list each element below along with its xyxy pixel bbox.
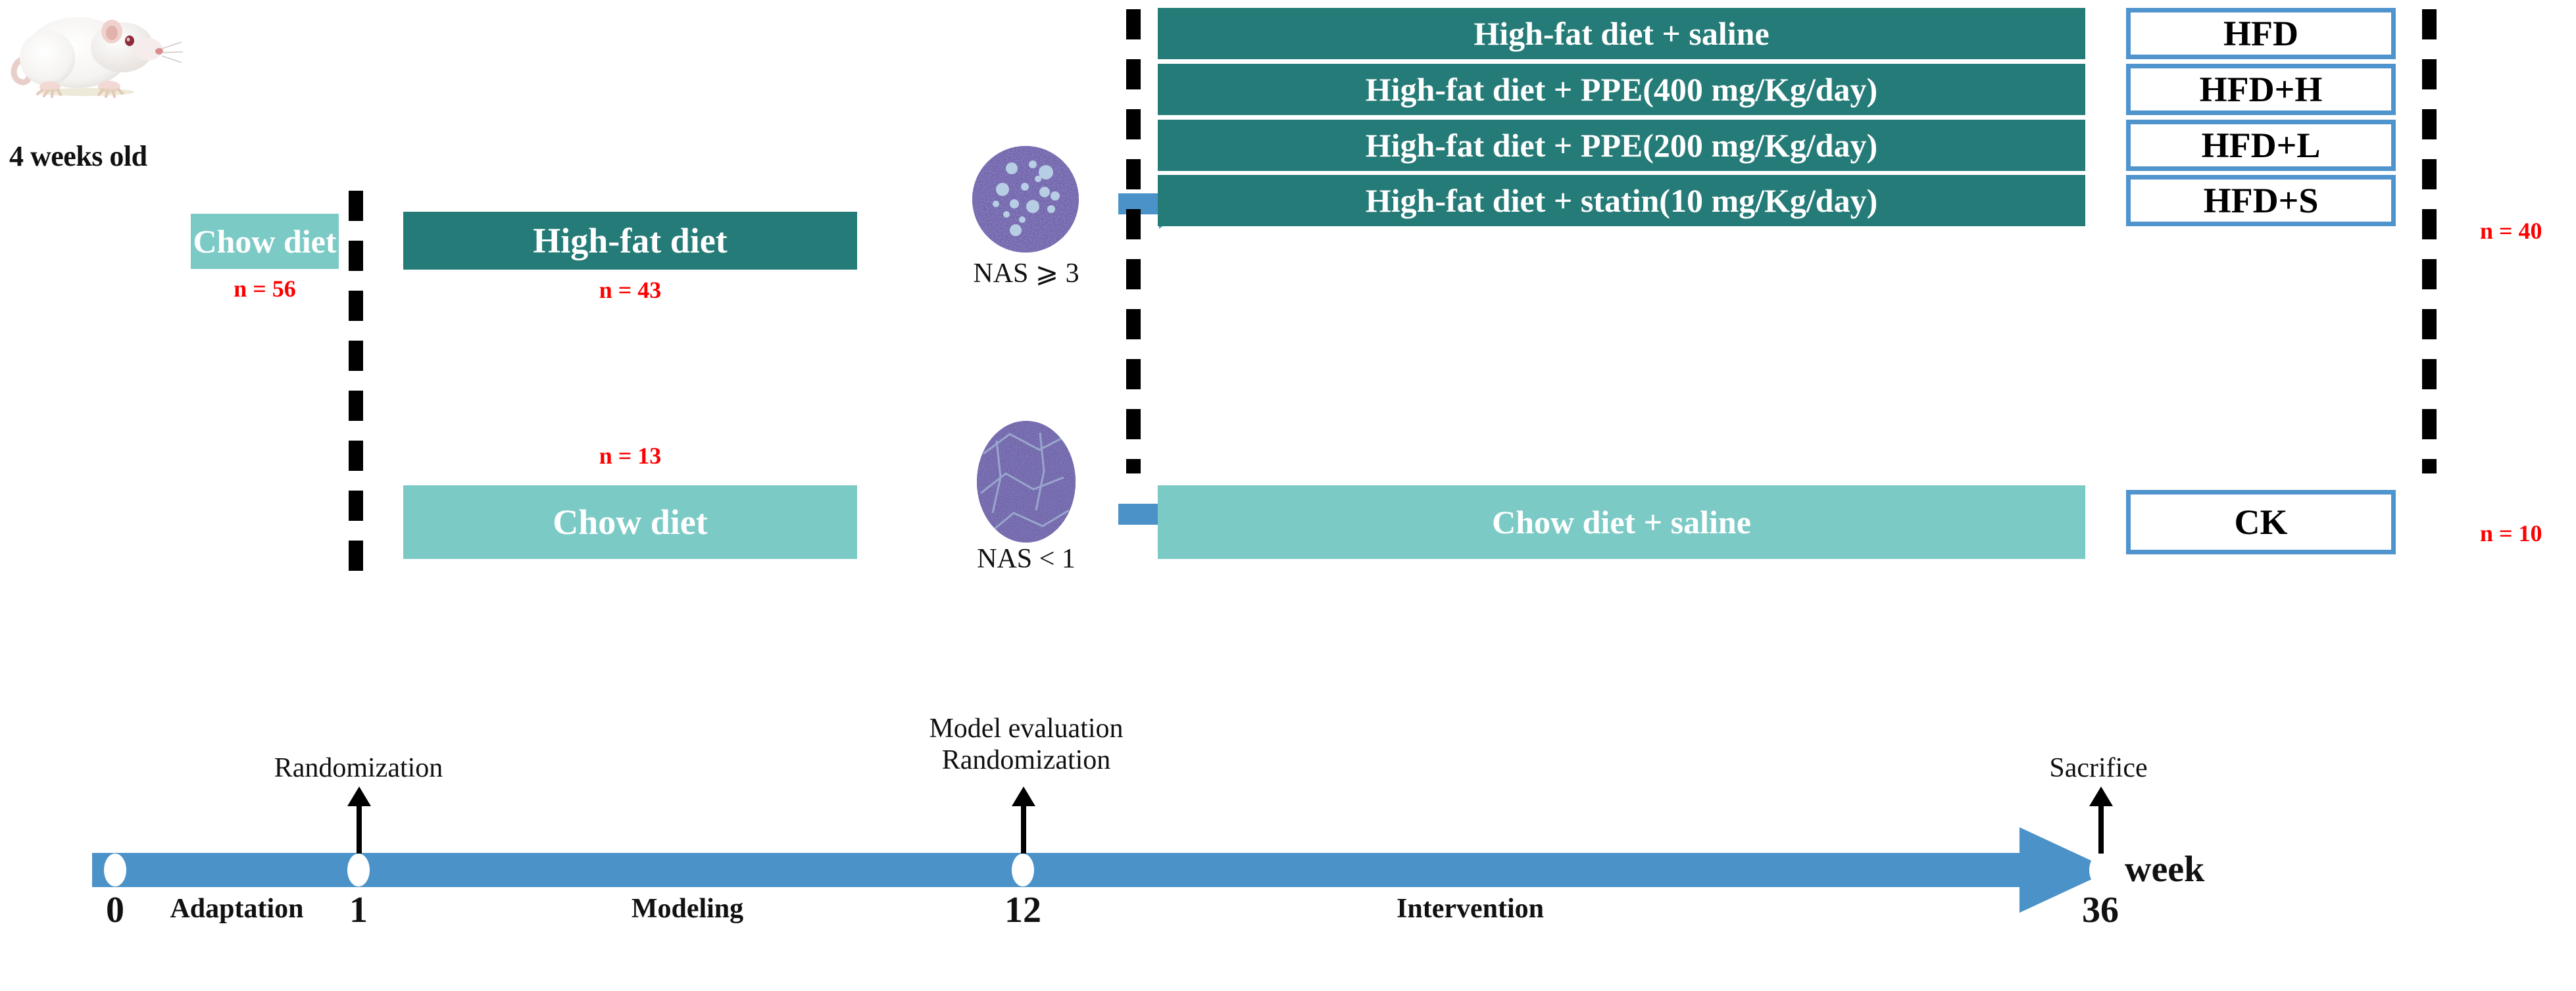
treatment-box: High-fat diet + PPE(200 mg/Kg/day)	[1158, 120, 2085, 171]
group-code-box: HFD+S	[2126, 175, 2396, 226]
timeline-event-arrow-icon	[347, 786, 371, 806]
treatment-group-divider-left	[1126, 9, 1141, 473]
modeling-chow-diet-count: n = 13	[599, 443, 662, 469]
group-code-label: HFD	[2223, 14, 2298, 53]
randomization-split-divider-left	[349, 191, 363, 572]
timeline-dot	[1012, 854, 1034, 886]
modeling-chow-diet-label: Chow diet	[553, 502, 708, 542]
timeline-week-label: 36	[2082, 890, 2119, 931]
group-code-label: HFD+L	[2201, 126, 2321, 165]
baseline-chow-diet-label: Chow diet	[193, 223, 337, 260]
liver-histology-normal-icon	[977, 421, 1076, 543]
control-treatment-label: Chow diet + saline	[1492, 504, 1751, 541]
control-group-code-box: CK	[2126, 490, 2396, 554]
timeline-dot	[2089, 854, 2112, 886]
treatment-box: High-fat diet + statin(10 mg/Kg/day)	[1158, 175, 2085, 226]
group-code-box: HFD+L	[2126, 120, 2396, 171]
treatment-box: High-fat diet + PPE(400 mg/Kg/day)	[1158, 64, 2085, 115]
timeline-week-label: 0	[106, 890, 124, 931]
modeling-high-fat-diet-box: High-fat diet	[403, 212, 857, 270]
timeline-event-arrow-icon	[2089, 786, 2113, 806]
treatment-label: High-fat diet + saline	[1474, 15, 1770, 52]
baseline-chow-diet-count: n = 56	[234, 276, 296, 302]
timeline-event-arrow-icon	[1012, 786, 1035, 806]
timeline-event-tick	[357, 804, 362, 854]
timeline-week-label: 12	[1004, 890, 1041, 931]
timeline-event-label: Sacrifice	[2049, 753, 2148, 783]
timeline-phase-label: Adaptation	[170, 894, 304, 924]
group-code-box: HFD	[2126, 8, 2396, 59]
timeline-event-label: Randomization	[274, 753, 443, 783]
timeline-phase-label: Intervention	[1397, 894, 1544, 924]
timeline-dot	[104, 854, 126, 886]
timeline-unit-label: week	[2125, 849, 2205, 890]
treatment-group-divider-right	[2422, 9, 2437, 473]
treatment-label: High-fat diet + PPE(200 mg/Kg/day)	[1365, 127, 1878, 164]
control-group-code-label: CK	[2234, 502, 2288, 542]
modeling-high-fat-diet-label: High-fat diet	[533, 221, 728, 260]
timeline-event-label-line1: Model evaluation	[929, 713, 1124, 744]
timeline-phase-label: Modeling	[631, 894, 744, 924]
modeling-chow-diet-box: Chow diet	[403, 485, 857, 559]
modeling-high-fat-diet-count: n = 43	[599, 277, 662, 303]
rat-photo	[7, 0, 197, 138]
liver-histology-steatosis-icon	[972, 146, 1079, 253]
group-code-label: HFD+H	[2199, 70, 2323, 109]
treatment-box: High-fat diet + saline	[1158, 8, 2085, 59]
group-code-label: HFD+S	[2203, 181, 2319, 220]
timeline-event-label-line2: Randomization	[941, 745, 1111, 775]
group-code-box: HFD+H	[2126, 64, 2396, 115]
rat-age-label: 4 weeks old	[9, 140, 147, 172]
ck-total-count: n = 10	[2480, 520, 2542, 546]
timeline-dot	[347, 854, 370, 886]
timeline-week-label: 1	[349, 890, 368, 931]
hfd-total-count: n = 40	[2480, 218, 2542, 244]
baseline-chow-diet-box: Chow diet	[191, 214, 339, 269]
timeline-event-tick	[2098, 804, 2104, 854]
nas-criterion-chow: NAS < 1	[977, 544, 1076, 574]
control-treatment-box: Chow diet + saline	[1158, 485, 2085, 559]
nas-criterion-hfd: NAS ⩾ 3	[973, 258, 1079, 289]
timeline-event-tick	[1021, 804, 1026, 854]
treatment-label: High-fat diet + PPE(400 mg/Kg/day)	[1365, 71, 1878, 108]
treatment-label: High-fat diet + statin(10 mg/Kg/day)	[1365, 182, 1878, 219]
timeline-bar	[92, 853, 2036, 887]
